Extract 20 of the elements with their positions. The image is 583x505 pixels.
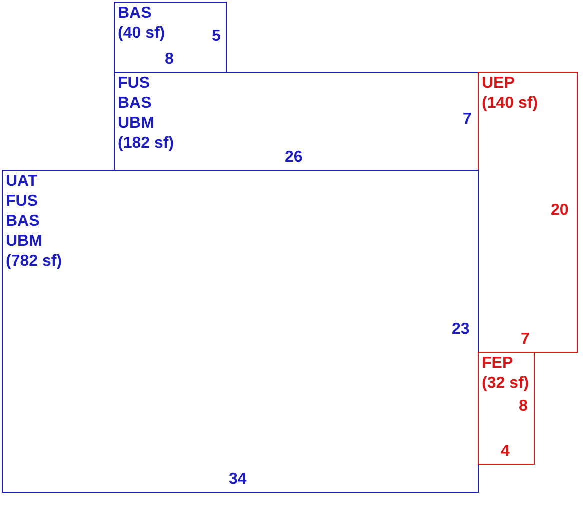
dimension-label: 5 [212, 28, 221, 46]
dimension-label: 4 [501, 443, 510, 461]
dimension-label: 20 [551, 202, 569, 220]
room-label: BAS (40 sf) [118, 4, 166, 44]
room-label: UAT FUS BAS UBM (782 sf) [6, 172, 64, 272]
room-label: FUS BAS UBM (182 sf) [118, 74, 176, 154]
room-label: FEP (32 sf) [482, 354, 530, 394]
room-outline [114, 2, 227, 73]
room-label: UEP (140 sf) [482, 74, 540, 114]
dimension-label: 7 [521, 331, 530, 349]
dimension-label: 8 [165, 51, 174, 69]
dimension-label: 23 [452, 321, 470, 339]
dimension-label: 34 [229, 471, 247, 489]
dimension-label: 8 [519, 398, 528, 416]
room-outline [478, 72, 578, 353]
room-outline [2, 170, 479, 493]
dimension-label: 26 [285, 149, 303, 167]
dimension-label: 7 [463, 111, 472, 129]
room-outline [478, 352, 535, 465]
room-outline [114, 72, 479, 171]
